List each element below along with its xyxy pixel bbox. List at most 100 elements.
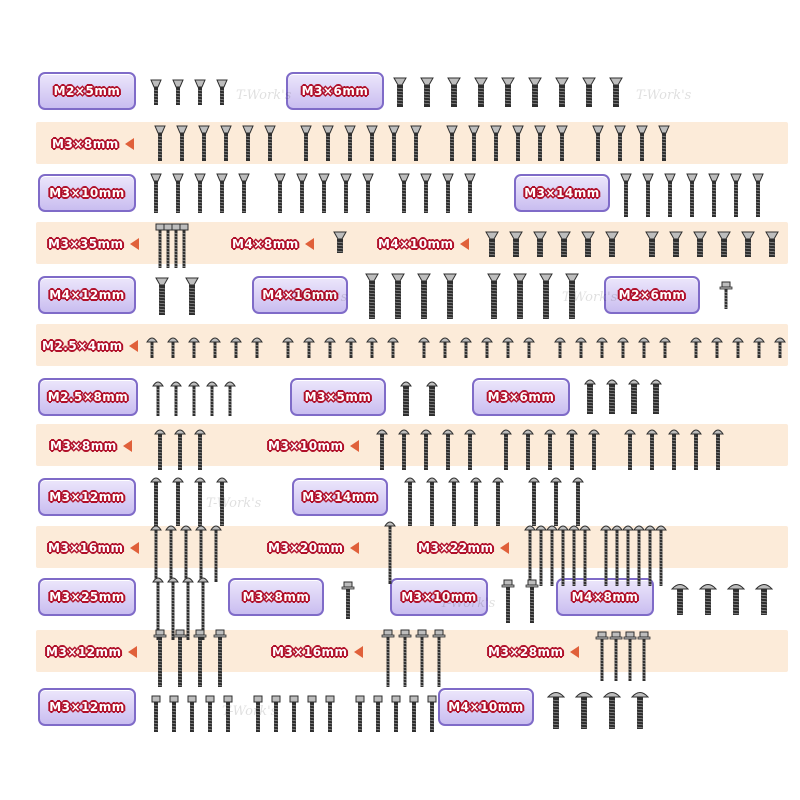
screw-button	[711, 337, 723, 358]
size-label-m3x22: M3×22mm	[418, 530, 509, 566]
screw-flanged	[193, 629, 207, 687]
screw-countersunk	[264, 125, 276, 161]
screw-countersunk	[620, 173, 632, 217]
size-label-m3x14-b: M3×14mm	[292, 478, 388, 516]
screw-button	[572, 477, 584, 526]
arrow-icon	[128, 340, 138, 352]
size-label-m3x12-c: M3×12mm	[38, 688, 136, 726]
screw-button	[188, 337, 200, 358]
screw-socket	[325, 695, 335, 732]
screw-socket	[187, 695, 197, 732]
screw-button	[366, 337, 378, 358]
screw-button	[418, 337, 430, 358]
screw-button	[165, 525, 177, 582]
screw-countersunk	[176, 125, 188, 161]
screw-button	[528, 477, 540, 526]
screw-button	[774, 337, 786, 358]
size-label-m3x25: M3×25mm	[38, 578, 136, 616]
screw-countersunk	[420, 173, 432, 213]
screw-button	[628, 379, 640, 414]
size-label-m3x10-b: M3×10mm	[268, 428, 359, 464]
screw-wide	[602, 692, 622, 729]
screw-button	[152, 381, 164, 416]
screw-button	[606, 379, 618, 414]
screw-socket	[391, 695, 401, 732]
screw-countersunk	[658, 125, 670, 161]
screw-button	[188, 381, 200, 416]
screw-flanged	[153, 629, 167, 687]
screw-socket	[373, 695, 383, 732]
screw-countersunk	[582, 77, 596, 107]
screw-button	[596, 337, 608, 358]
screw-button	[584, 379, 596, 414]
screw-socket	[169, 695, 179, 732]
screw-countersunk	[216, 173, 228, 213]
screw-socket	[155, 223, 165, 268]
screw-countersunk	[468, 125, 480, 161]
size-label-m4x12: M4×12mm	[38, 276, 136, 314]
screw-socket	[171, 223, 181, 268]
screw-button	[167, 337, 179, 358]
size-label-m4x16: M4×16mm	[252, 276, 348, 314]
screw-countersunk	[741, 231, 755, 257]
screw-button	[638, 337, 650, 358]
watermark-text: T-Work's	[222, 704, 278, 719]
screw-countersunk	[172, 79, 184, 105]
screw-button	[460, 337, 472, 358]
screw-countersunk	[420, 77, 434, 107]
screw-button	[210, 525, 222, 582]
screw-countersunk	[501, 77, 515, 107]
screw-button	[195, 525, 207, 582]
screw-button	[398, 429, 410, 470]
screw-countersunk	[464, 173, 476, 213]
screw-button	[535, 525, 547, 586]
screw-button	[180, 525, 192, 582]
size-label-m3x12-b: M3×12mm	[46, 634, 137, 670]
arrow-icon	[129, 542, 139, 554]
size-label-m2x5: M2×5mm	[38, 72, 136, 110]
watermark-text: T-Work's	[236, 88, 292, 103]
screw-button	[194, 477, 206, 526]
screw-countersunk	[393, 77, 407, 107]
screw-countersunk	[155, 277, 169, 315]
screw-button	[384, 521, 396, 584]
screw-button	[216, 477, 228, 526]
screw-countersunk	[220, 125, 232, 161]
size-label-m2-5x4: M2.5×4mm	[42, 328, 138, 364]
size-label-m3x8-c: M3×8mm	[228, 578, 324, 616]
screw-countersunk	[645, 231, 659, 257]
screw-button	[174, 429, 186, 470]
screw-socket	[427, 695, 437, 732]
screw-button	[426, 381, 438, 416]
screw-countersunk	[238, 173, 250, 213]
screw-button	[303, 337, 315, 358]
size-label-m4x10-b: M4×10mm	[438, 688, 534, 726]
screw-button	[732, 337, 744, 358]
screw-socket	[223, 695, 233, 732]
screw-socket	[271, 695, 281, 732]
screw-button	[387, 337, 399, 358]
screw-wide	[574, 692, 594, 729]
screw-flanged	[719, 281, 733, 309]
screw-button	[282, 337, 294, 358]
screw-socket	[409, 695, 419, 732]
screw-socket	[355, 695, 365, 732]
screw-countersunk	[509, 231, 523, 257]
screw-button	[426, 477, 438, 526]
arrow-icon	[349, 542, 359, 554]
size-label-m4x8-b: M4×8mm	[556, 578, 654, 616]
screw-button	[753, 337, 765, 358]
screw-countersunk	[708, 173, 720, 217]
screw-countersunk	[447, 77, 461, 107]
screw-wide	[698, 584, 718, 615]
screw-countersunk	[446, 125, 458, 161]
screw-countersunk	[636, 125, 648, 161]
screw-button	[150, 477, 162, 526]
size-label-m3x12: M3×12mm	[38, 478, 136, 516]
screw-countersunk	[344, 125, 356, 161]
arrow-icon	[353, 646, 363, 658]
screw-button	[324, 337, 336, 358]
screw-button	[557, 525, 569, 586]
